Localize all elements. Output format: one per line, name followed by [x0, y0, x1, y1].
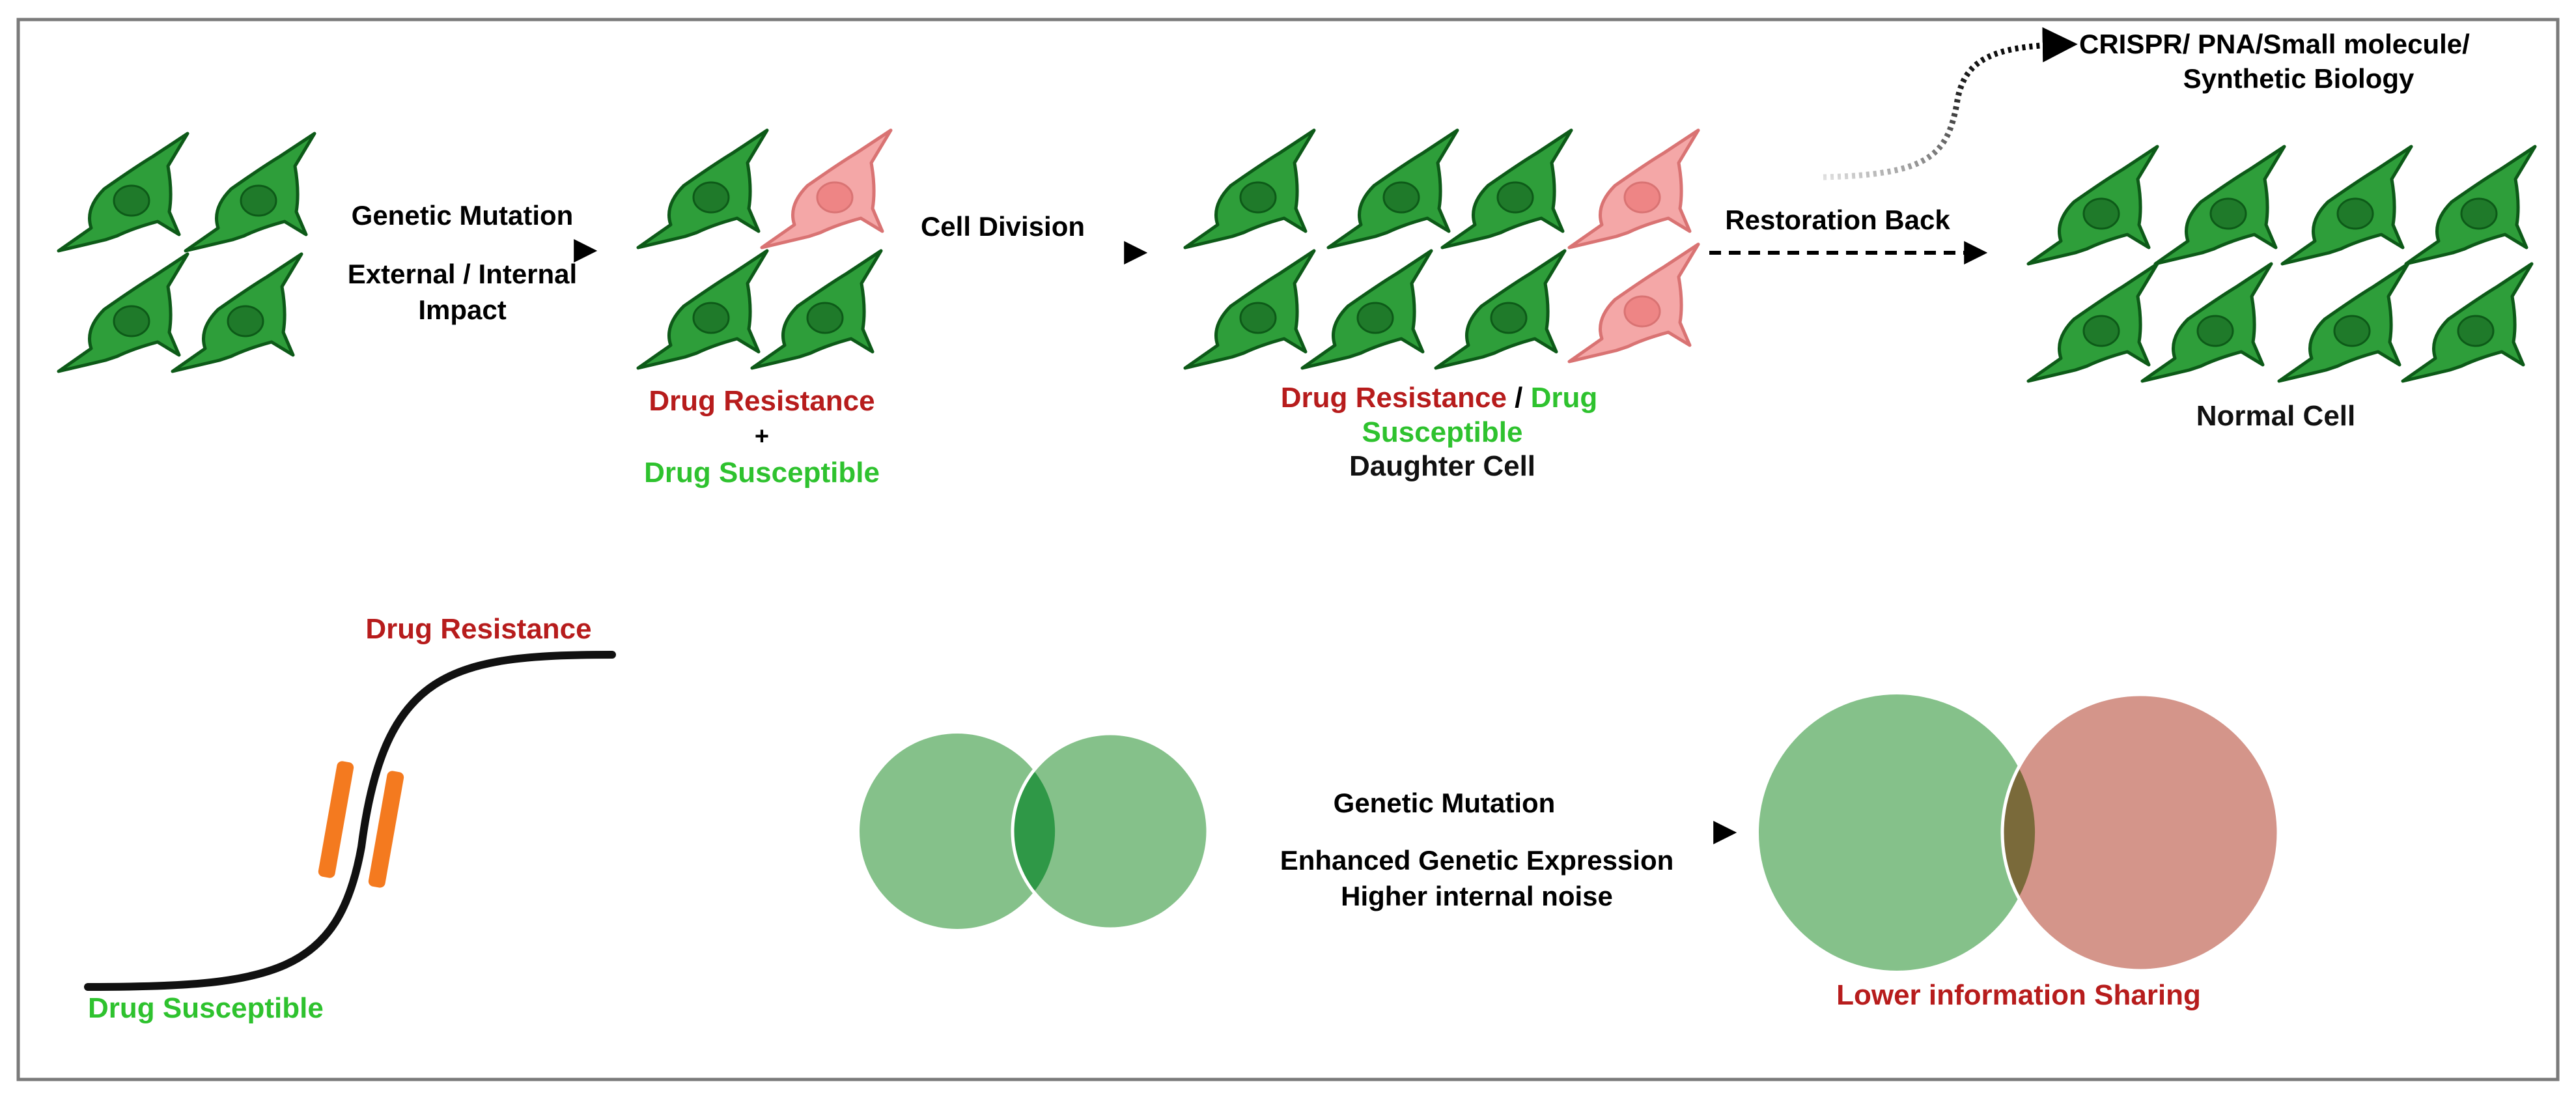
venn-circle-red	[2002, 694, 2278, 971]
genetic-mutation-arrow: Genetic Mutation External / Internal Imp…	[326, 200, 598, 325]
orange-bar-right	[368, 771, 404, 888]
sigmoid-curve	[84, 651, 616, 991]
arrow-label-restoration: Restoration Back	[1725, 205, 1950, 235]
venn-low-overlap: Lower information Sharing	[1759, 692, 2280, 1011]
noise-arrow-line2: Enhanced Genetic Expression	[1280, 845, 1674, 876]
normal-cell-label: Normal Cell	[2196, 400, 2356, 432]
venn-circle-left	[860, 734, 1055, 929]
venn-circle-right	[1013, 734, 1208, 929]
bistable-switch-diagram: Drug Resistance Drug Susceptible	[84, 613, 616, 1024]
orange-bar-left	[318, 761, 354, 878]
group2-plus-label: +	[755, 423, 769, 450]
arrow-label-external-internal: External / Internal	[348, 259, 577, 289]
crispr-arrow: CRISPR/ PNA/Small molecule/ Synthetic Bi…	[1823, 27, 2470, 180]
noise-arrow: Genetic Mutation Enhanced Genetic Expres…	[1250, 788, 1737, 911]
restoration-arrow: Restoration Back	[1709, 205, 1988, 264]
sigmoid-susceptible-label: Drug Susceptible	[88, 992, 324, 1024]
venn-circle-green	[1759, 694, 2035, 971]
venn-overlap	[1012, 770, 1056, 892]
arrow-label-impact: Impact	[418, 294, 506, 325]
group2-susceptible-label: Drug Susceptible	[644, 457, 880, 489]
sigmoid-resistance-label: Drug Resistance	[365, 613, 591, 645]
crispr-label-line2: Synthetic Biology	[2183, 63, 2415, 94]
group3-label-line1: Drug Resistance / Drug	[1281, 382, 1598, 414]
lower-sharing-label: Lower information Sharing	[1836, 979, 2201, 1011]
venn-high-overlap	[860, 732, 1210, 931]
venn-overlap-small	[2002, 767, 2036, 898]
group3-susceptible-label: Susceptible	[1362, 416, 1523, 448]
arrow-label-cell-division: Cell Division	[921, 211, 1085, 242]
arrow-label-genetic-mutation: Genetic Mutation	[352, 200, 574, 231]
cell-division-arrow: Cell Division	[899, 211, 1148, 264]
crispr-label-line1: CRISPR/ PNA/Small molecule/	[2079, 29, 2470, 59]
noise-arrow-line3: Higher internal noise	[1341, 881, 1613, 911]
noise-arrow-line1: Genetic Mutation	[1334, 788, 1556, 818]
group2-resistance-label: Drug Resistance	[649, 385, 875, 417]
group3-daughter-label: Daughter Cell	[1349, 450, 1535, 482]
